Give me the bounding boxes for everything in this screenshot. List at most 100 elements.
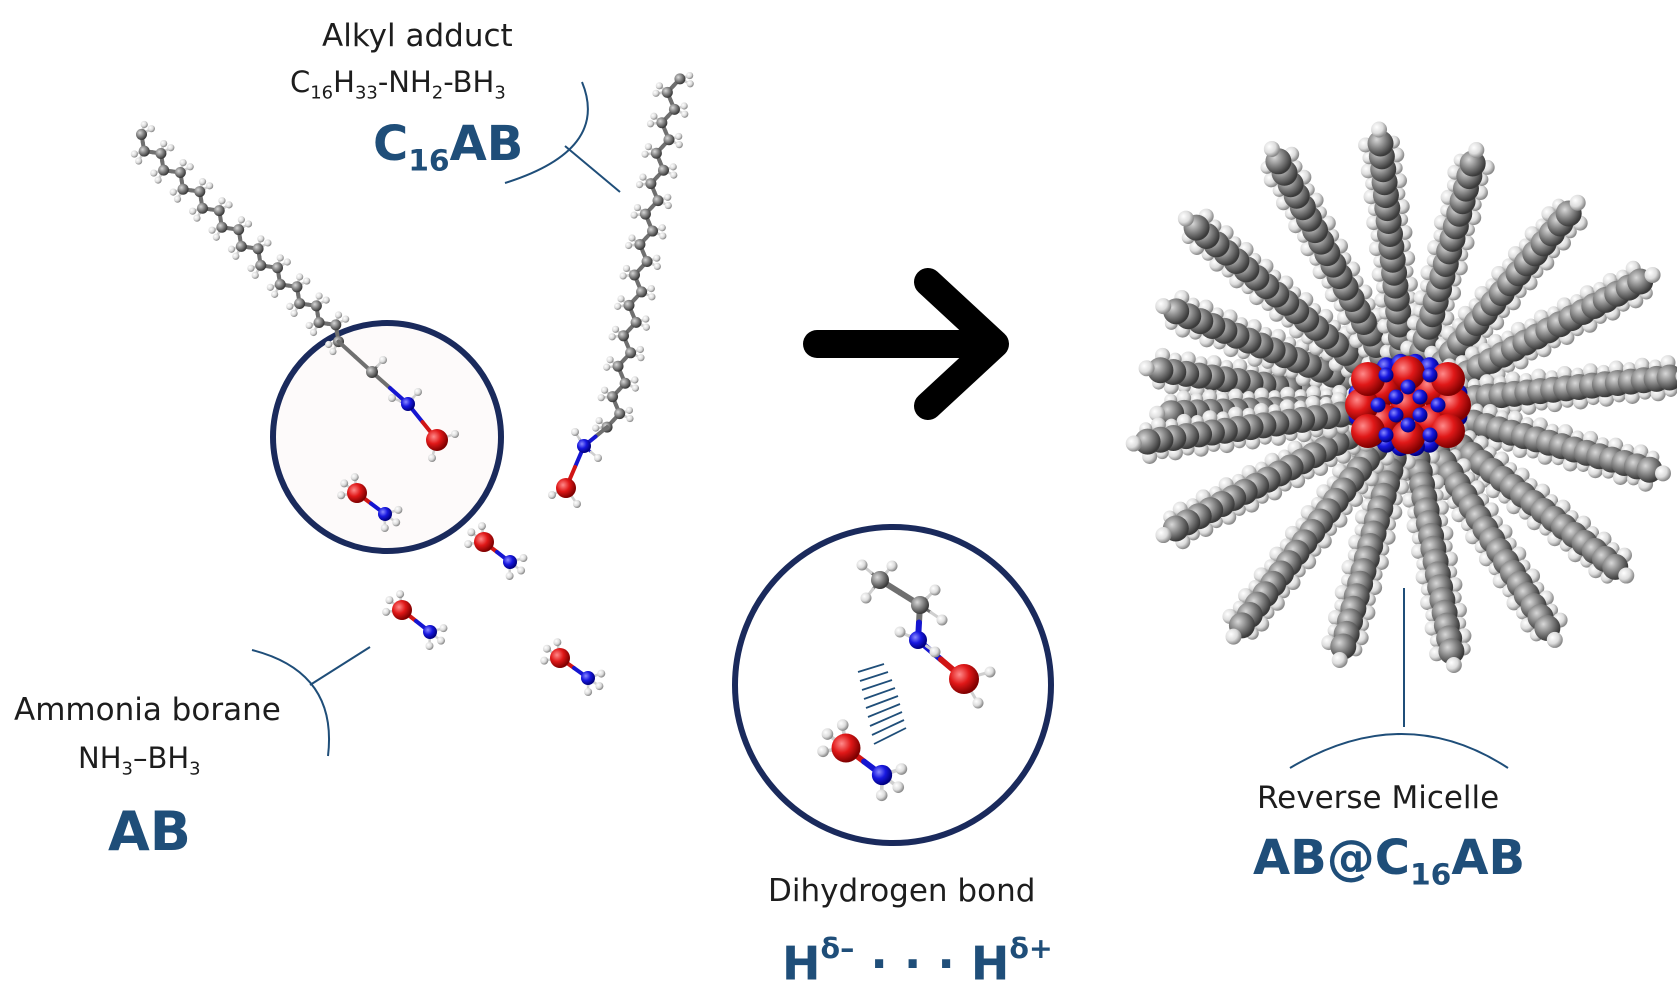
- hydrogen-atom: [669, 163, 677, 171]
- hydrogen-atom: [186, 163, 194, 171]
- boron-atom: [1431, 362, 1465, 396]
- hydrogen-atom: [325, 340, 333, 349]
- hydrogen-atom: [594, 454, 602, 462]
- micelle-tail: [1155, 412, 1374, 550]
- carbon-atom: [1147, 357, 1174, 384]
- hydrogen-atom: [836, 719, 849, 731]
- carbon-atom: [641, 255, 653, 267]
- hydrogen-atom: [606, 356, 614, 364]
- boron-atom: [426, 429, 448, 451]
- hydrogen-atom: [414, 388, 422, 396]
- hydrogen-atom: [1655, 465, 1672, 482]
- hydrogen-atom: [1149, 405, 1166, 422]
- hydrogen-atom: [385, 596, 394, 605]
- micelle-tail: [1222, 434, 1395, 645]
- callout-micelle: [1289, 588, 1509, 769]
- carbon-atom: [647, 225, 659, 237]
- hydrogen-atom: [147, 125, 155, 133]
- hydrogen-atom: [817, 745, 829, 758]
- carbon-atom: [194, 186, 206, 198]
- ammonia-borane-molecule: [817, 719, 908, 802]
- micelle-label: AB@C16AB: [1253, 830, 1525, 892]
- boron-atom: [1431, 414, 1465, 448]
- hydrogen-atom: [296, 273, 304, 281]
- carbon-atom: [136, 128, 148, 140]
- formula-h: H: [333, 65, 355, 99]
- alkyl-adduct-head: [336, 339, 459, 462]
- formula-c: C: [290, 65, 311, 99]
- hydrogen-atom: [675, 132, 683, 141]
- nitrogen-atom: [1412, 389, 1428, 405]
- ammonia-borane-molecule: [464, 522, 528, 580]
- hydrogen-atom: [1569, 194, 1586, 211]
- formula-bh: -BH: [443, 65, 495, 99]
- hydrogen-atom: [1263, 140, 1280, 157]
- hydrogen-atom: [614, 302, 622, 310]
- carbon-atom: [233, 224, 245, 236]
- hydrogen-atom: [428, 454, 436, 462]
- ammonia-borane-caption: Ammonia borane: [14, 692, 281, 728]
- carbon-atom: [272, 262, 284, 274]
- hydrogen-atom: [647, 285, 655, 293]
- carbon-atom: [645, 178, 657, 190]
- hydrogen-atom: [1225, 628, 1242, 645]
- hydrogen-atom: [392, 518, 401, 527]
- carbon-atom: [177, 183, 189, 195]
- hydrogen-atom: [247, 264, 255, 272]
- micelle-post: AB: [1451, 830, 1526, 886]
- nitrogen-atom: [577, 439, 591, 453]
- hydrogen-atom: [608, 333, 616, 341]
- hydrogen-atom: [1155, 527, 1172, 544]
- hydrogen-atom: [856, 559, 868, 571]
- hydrogen-atom: [895, 763, 908, 775]
- carbon-atom: [652, 195, 664, 207]
- micelle-tail: [1358, 121, 1424, 364]
- hydrogen-atom: [519, 554, 528, 563]
- nitrogen-atom: [871, 764, 893, 786]
- hydrogen-atom: [635, 181, 644, 189]
- hydrogen-atom: [548, 491, 556, 499]
- hydrogen-atom: [379, 356, 387, 364]
- hydrogen-atom: [1138, 360, 1155, 377]
- carbon-atom: [636, 286, 648, 298]
- carbon-atom: [663, 134, 675, 146]
- hydrogen-atom: [619, 272, 627, 280]
- hydrogen-atom: [169, 188, 177, 196]
- hydrogen-atom: [641, 150, 649, 158]
- hydrogen-atom: [198, 178, 207, 186]
- hydrogen-atom: [894, 626, 906, 638]
- hydrogen-atom: [686, 80, 694, 88]
- hydrogen-atom: [212, 233, 220, 241]
- dihydrogen-bond-caption: Dihydrogen bond: [768, 873, 1036, 909]
- micelle-tail: [1397, 446, 1472, 673]
- nitrogen-atom: [1378, 427, 1394, 443]
- carbon-atom: [313, 317, 325, 329]
- hydrogen-atom: [173, 195, 182, 203]
- ammonia-borane-molecule: [540, 638, 606, 696]
- hydrogen-atom: [573, 500, 581, 508]
- hydrogen-atom: [821, 728, 834, 740]
- hydrogen-atom: [237, 216, 245, 224]
- carbon-atom: [911, 596, 929, 614]
- hydrogen-atom: [653, 262, 661, 270]
- hydrogen-atom: [628, 234, 636, 242]
- nitrogen-atom: [401, 397, 415, 411]
- carbon-atom: [291, 281, 303, 293]
- nitrogen-atom: [1430, 397, 1446, 413]
- hydrogen-atom: [193, 214, 201, 222]
- hydrogen-atom: [1371, 121, 1388, 138]
- hydrogen-atom: [595, 682, 604, 691]
- ab-nh-count: 3: [121, 758, 133, 780]
- nitrogen-atom: [1412, 407, 1428, 423]
- nitrogen-atom: [1370, 397, 1386, 413]
- hydrogen-atom: [340, 479, 349, 488]
- dihydrogen-bond-formula: Hδ– · · · Hδ+: [782, 932, 1053, 990]
- hydrogen-atom: [636, 345, 644, 354]
- hydrogen-atom: [257, 235, 265, 243]
- ab-nh: NH: [78, 741, 122, 775]
- hydrogen-atom: [1546, 631, 1563, 648]
- hydrogen-atom: [1618, 567, 1635, 584]
- nitrogen-atom: [503, 555, 517, 569]
- hydrogen-atom: [650, 112, 658, 120]
